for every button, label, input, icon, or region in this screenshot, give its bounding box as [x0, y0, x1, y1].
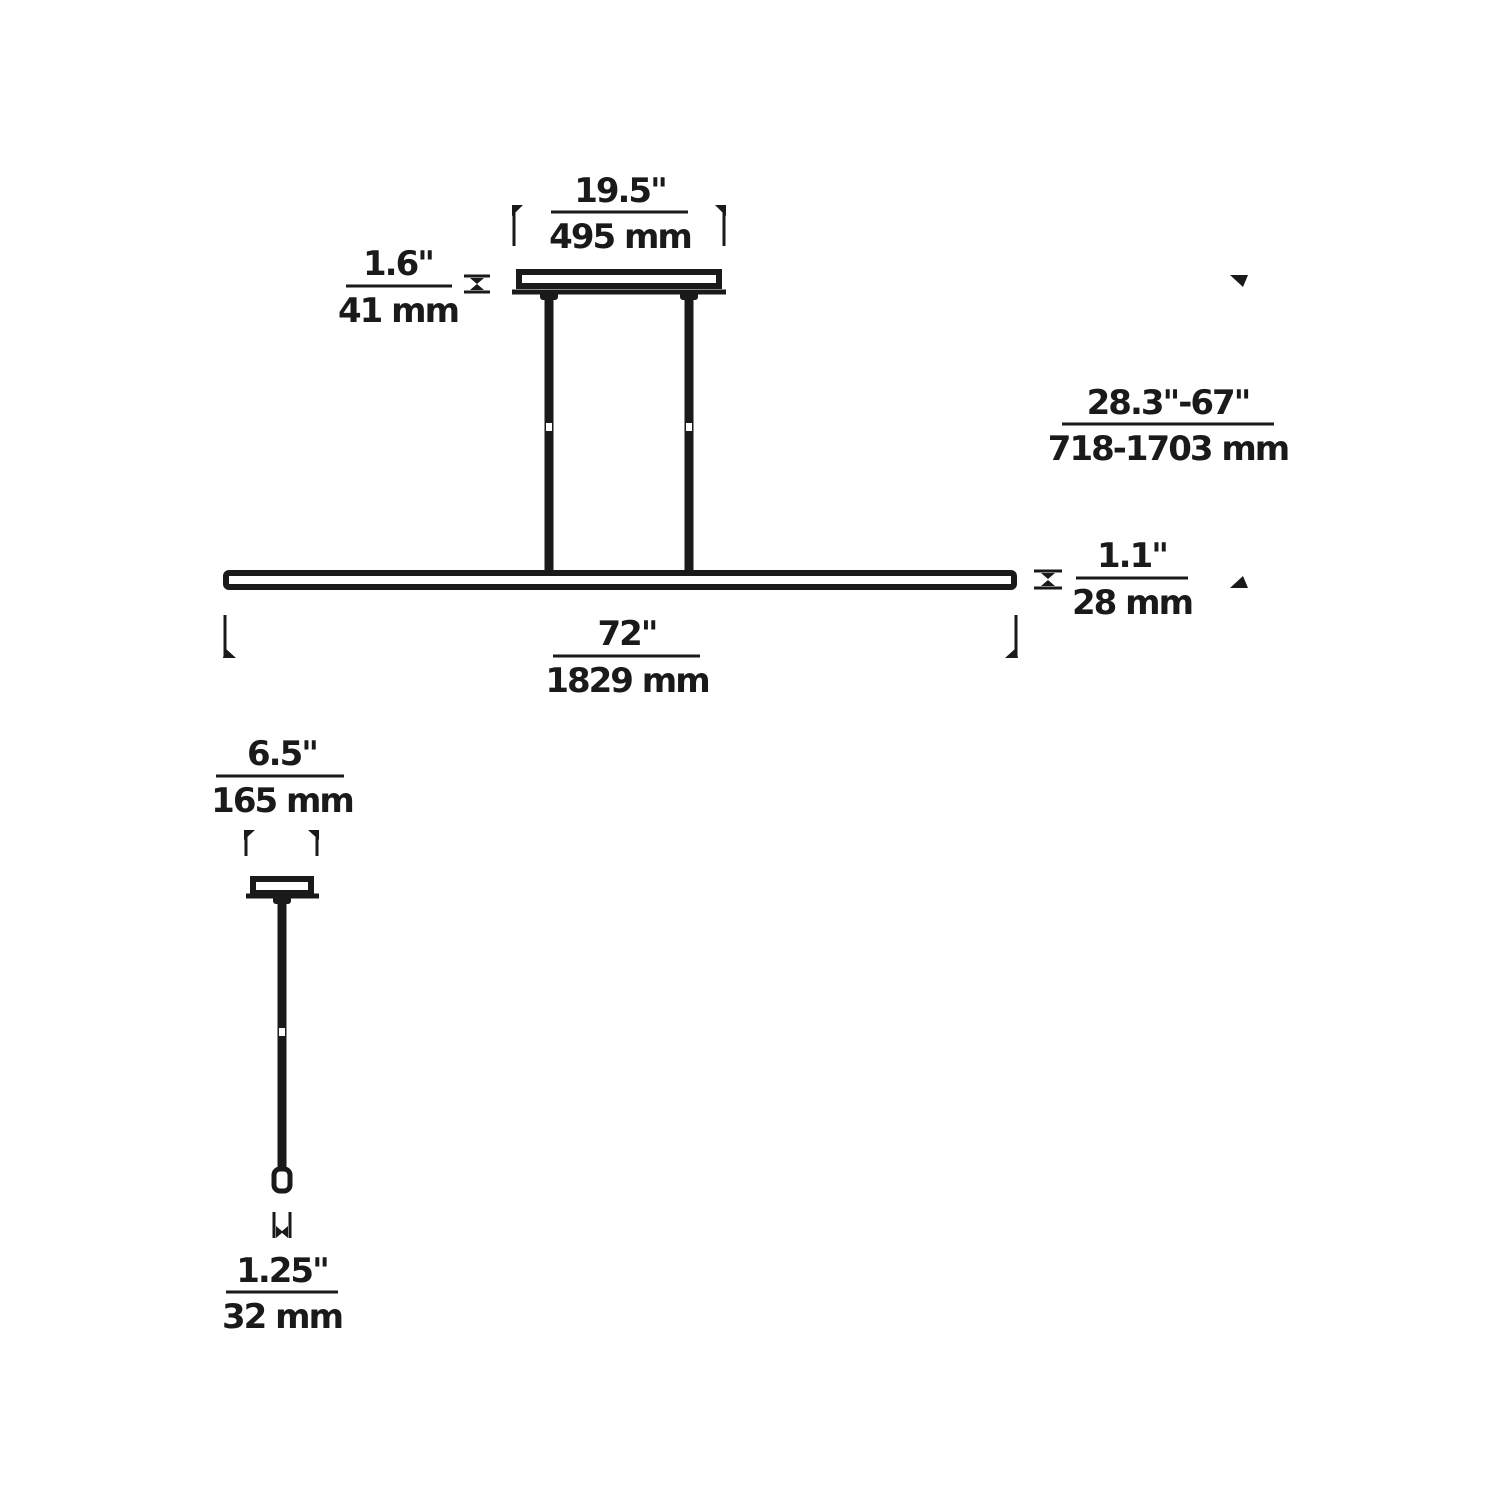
dim-bar-length-metric: 1829 mm: [545, 661, 708, 701]
dim-canopy-width-imperial: 19.5": [574, 171, 666, 211]
side-light-bar-profile: [271, 1166, 293, 1194]
dim-bar-length: 72" 1829 mm: [545, 614, 710, 701]
dimension-markers: [223, 205, 1248, 1238]
dim-bar-depth-imperial: 1.25": [236, 1251, 328, 1291]
dim-canopy-width: 19.5" 495 mm: [549, 171, 693, 257]
dim-overall-height-imperial: 28.3"-67": [1087, 383, 1250, 423]
dim-canopy-width-metric: 495 mm: [549, 217, 691, 257]
dim-overall-height: 28.3"-67" 718-1703 mm: [1048, 383, 1290, 469]
dim-side-canopy-width-metric: 165 mm: [211, 781, 353, 821]
dim-bar-height-metric: 28 mm: [1072, 583, 1192, 623]
dim-canopy-height: 1.6" 41 mm: [338, 244, 460, 331]
side-view: [246, 876, 319, 1194]
dim-bar-depth-metric: 32 mm: [222, 1297, 342, 1337]
front-canopy: [512, 269, 726, 300]
dim-bar-height: 1.1" 28 mm: [1072, 536, 1194, 623]
dim-side-canopy-width: 6.5" 165 mm: [211, 734, 355, 821]
dim-bar-length-imperial: 72": [597, 614, 656, 654]
dim-bar-depth: 1.25" 32 mm: [222, 1251, 344, 1337]
dim-bar-height-imperial: 1.1": [1097, 536, 1167, 576]
dim-canopy-height-imperial: 1.6": [363, 244, 433, 284]
front-view: [223, 269, 1017, 590]
dim-overall-height-metric: 718-1703 mm: [1048, 429, 1288, 469]
dim-canopy-height-metric: 41 mm: [338, 291, 458, 331]
front-suspension-rods: [544, 298, 694, 570]
dim-side-canopy-width-imperial: 6.5": [247, 734, 317, 774]
front-light-bar: [223, 570, 1017, 590]
